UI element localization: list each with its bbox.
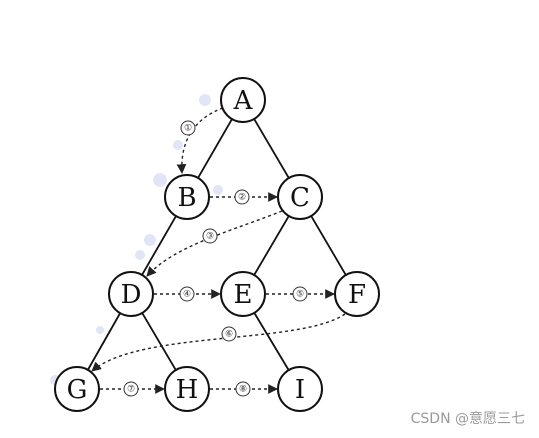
step-marker-6: ⑥	[221, 326, 237, 342]
tree-edge-c-e	[253, 215, 290, 276]
tree-edge-a-b	[197, 118, 233, 179]
scan-blot	[144, 234, 156, 246]
node-circle	[334, 271, 380, 317]
node-b: B	[164, 174, 210, 220]
step-marker-2: ②	[234, 189, 250, 205]
node-circle	[220, 77, 266, 123]
tree-edge-d-h	[141, 312, 177, 371]
node-circle	[108, 271, 154, 317]
traversal-arrows	[91, 107, 346, 394]
step-marker-circle	[180, 120, 196, 136]
node-label: I	[295, 375, 305, 405]
traversal-step-markers: ① ② ③ ④ ⑤ ⑥ ⑦ ⑧	[123, 120, 308, 397]
step-marker-circle	[179, 286, 195, 302]
step-label: ①	[184, 124, 192, 134]
tree-edge-c-f	[310, 215, 347, 276]
step-label: ⑧	[239, 385, 247, 395]
traversal-arrow-c-d	[146, 210, 283, 277]
tree-edge-e-i	[253, 312, 290, 371]
scan-blot	[173, 140, 183, 150]
scan-blot	[153, 173, 167, 187]
node-label: A	[233, 86, 254, 116]
tree-nodes: A B C D E F G H I	[54, 77, 380, 412]
node-label: D	[121, 280, 142, 310]
node-label: F	[348, 280, 366, 310]
step-marker-circle	[202, 228, 218, 244]
node-e: E	[220, 271, 266, 317]
traversal-arrow-f-g	[91, 313, 346, 372]
node-d: D	[108, 271, 154, 317]
node-a: A	[220, 77, 266, 123]
node-h: H	[164, 366, 210, 412]
node-i: I	[277, 366, 323, 412]
node-circle	[277, 366, 323, 412]
step-marker-8: ⑧	[235, 381, 251, 397]
step-marker-4: ④	[179, 286, 195, 302]
step-marker-circle	[221, 326, 237, 342]
tree-edge-d-g	[87, 312, 121, 371]
node-circle	[164, 174, 210, 220]
node-f: F	[334, 271, 380, 317]
node-circle	[164, 366, 210, 412]
traversal-arrow-a-b	[176, 107, 224, 174]
step-marker-circle	[234, 189, 250, 205]
node-label: B	[177, 183, 196, 213]
watermark: CSDN @意愿三七	[410, 411, 525, 427]
tree-edges	[87, 118, 347, 371]
tree-edge-a-c	[253, 118, 290, 179]
node-label: C	[290, 183, 310, 213]
step-marker-7: ⑦	[123, 381, 139, 397]
node-circle	[277, 174, 323, 220]
scan-blot	[135, 250, 145, 260]
node-c: C	[277, 174, 323, 220]
step-marker-circle	[235, 381, 251, 397]
step-marker-circle	[292, 286, 308, 302]
step-marker-3: ③	[202, 228, 218, 244]
step-label: ⑤	[296, 290, 304, 300]
step-marker-1: ①	[180, 120, 196, 136]
node-circle	[220, 271, 266, 317]
tree-edge-b-d	[141, 215, 177, 276]
step-label: ③	[206, 232, 214, 242]
scan-blot	[96, 326, 104, 334]
step-marker-circle	[123, 381, 139, 397]
step-label: ⑦	[127, 385, 135, 395]
scan-blot	[199, 94, 211, 106]
step-marker-5: ⑤	[292, 286, 308, 302]
node-circle	[54, 366, 100, 412]
node-label: H	[176, 375, 199, 405]
step-label: ④	[183, 290, 191, 300]
node-label: G	[67, 375, 88, 405]
step-label: ⑥	[225, 330, 233, 340]
scan-blot	[213, 185, 223, 195]
node-g: G	[54, 366, 100, 412]
node-label: E	[234, 280, 253, 310]
step-label: ②	[238, 193, 246, 203]
